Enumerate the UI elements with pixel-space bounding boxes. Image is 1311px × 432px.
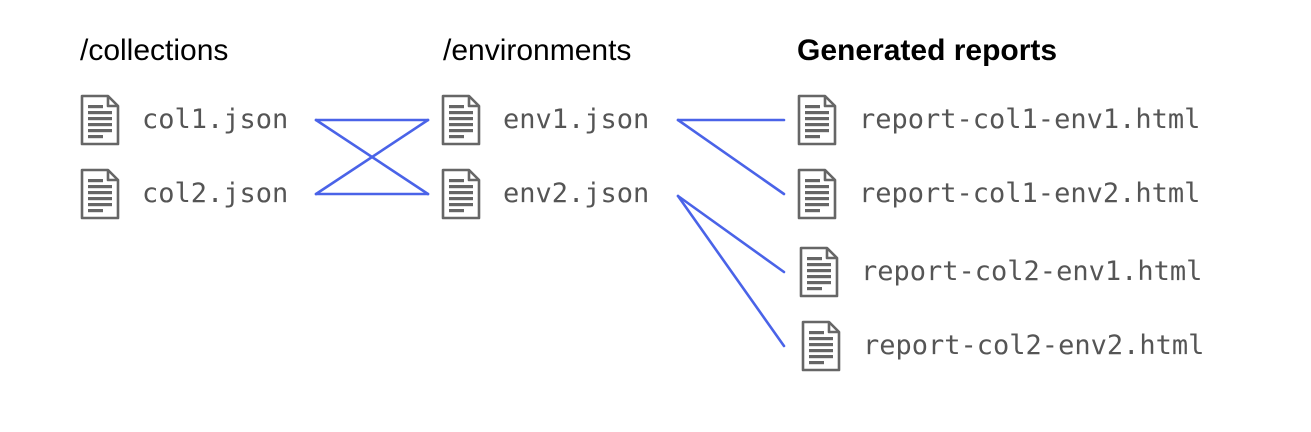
- file-col2[interactable]: col2.json: [80, 168, 288, 220]
- file-env1[interactable]: env1.json: [441, 94, 649, 146]
- document-icon: [80, 168, 120, 220]
- link-env2-report3: [676, 194, 786, 274]
- collections-heading: /collections: [80, 34, 229, 67]
- file-name: env1.json: [503, 104, 650, 135]
- file-report-col2-env2[interactable]: report-col2-env2.html: [801, 320, 1204, 372]
- link-col2-env1: [314, 118, 430, 196]
- link-env2-report4: [676, 194, 786, 348]
- document-icon: [799, 246, 839, 298]
- file-name: report-col1-env1.html: [859, 104, 1201, 135]
- file-report-col1-env2[interactable]: report-col1-env2.html: [797, 168, 1200, 220]
- document-icon: [801, 320, 841, 372]
- link-env1-report2: [676, 118, 786, 196]
- document-icon: [80, 94, 120, 146]
- file-report-col1-env1[interactable]: report-col1-env1.html: [797, 94, 1200, 146]
- link-col1-env2: [314, 118, 430, 196]
- file-col1[interactable]: col1.json: [80, 94, 288, 146]
- document-icon: [797, 168, 837, 220]
- file-name: col2.json: [142, 178, 289, 209]
- file-env2[interactable]: env2.json: [441, 168, 649, 220]
- generated-reports-heading: Generated reports: [797, 34, 1058, 67]
- document-icon: [441, 94, 481, 146]
- file-name: report-col2-env2.html: [863, 330, 1205, 361]
- environments-heading: /environments: [443, 34, 632, 67]
- file-name: col1.json: [142, 104, 289, 135]
- file-name: report-col1-env2.html: [859, 178, 1201, 209]
- file-name: report-col2-env1.html: [861, 256, 1203, 287]
- file-report-col2-env1[interactable]: report-col2-env1.html: [799, 246, 1202, 298]
- file-name: env2.json: [503, 178, 650, 209]
- document-icon: [441, 168, 481, 220]
- document-icon: [797, 94, 837, 146]
